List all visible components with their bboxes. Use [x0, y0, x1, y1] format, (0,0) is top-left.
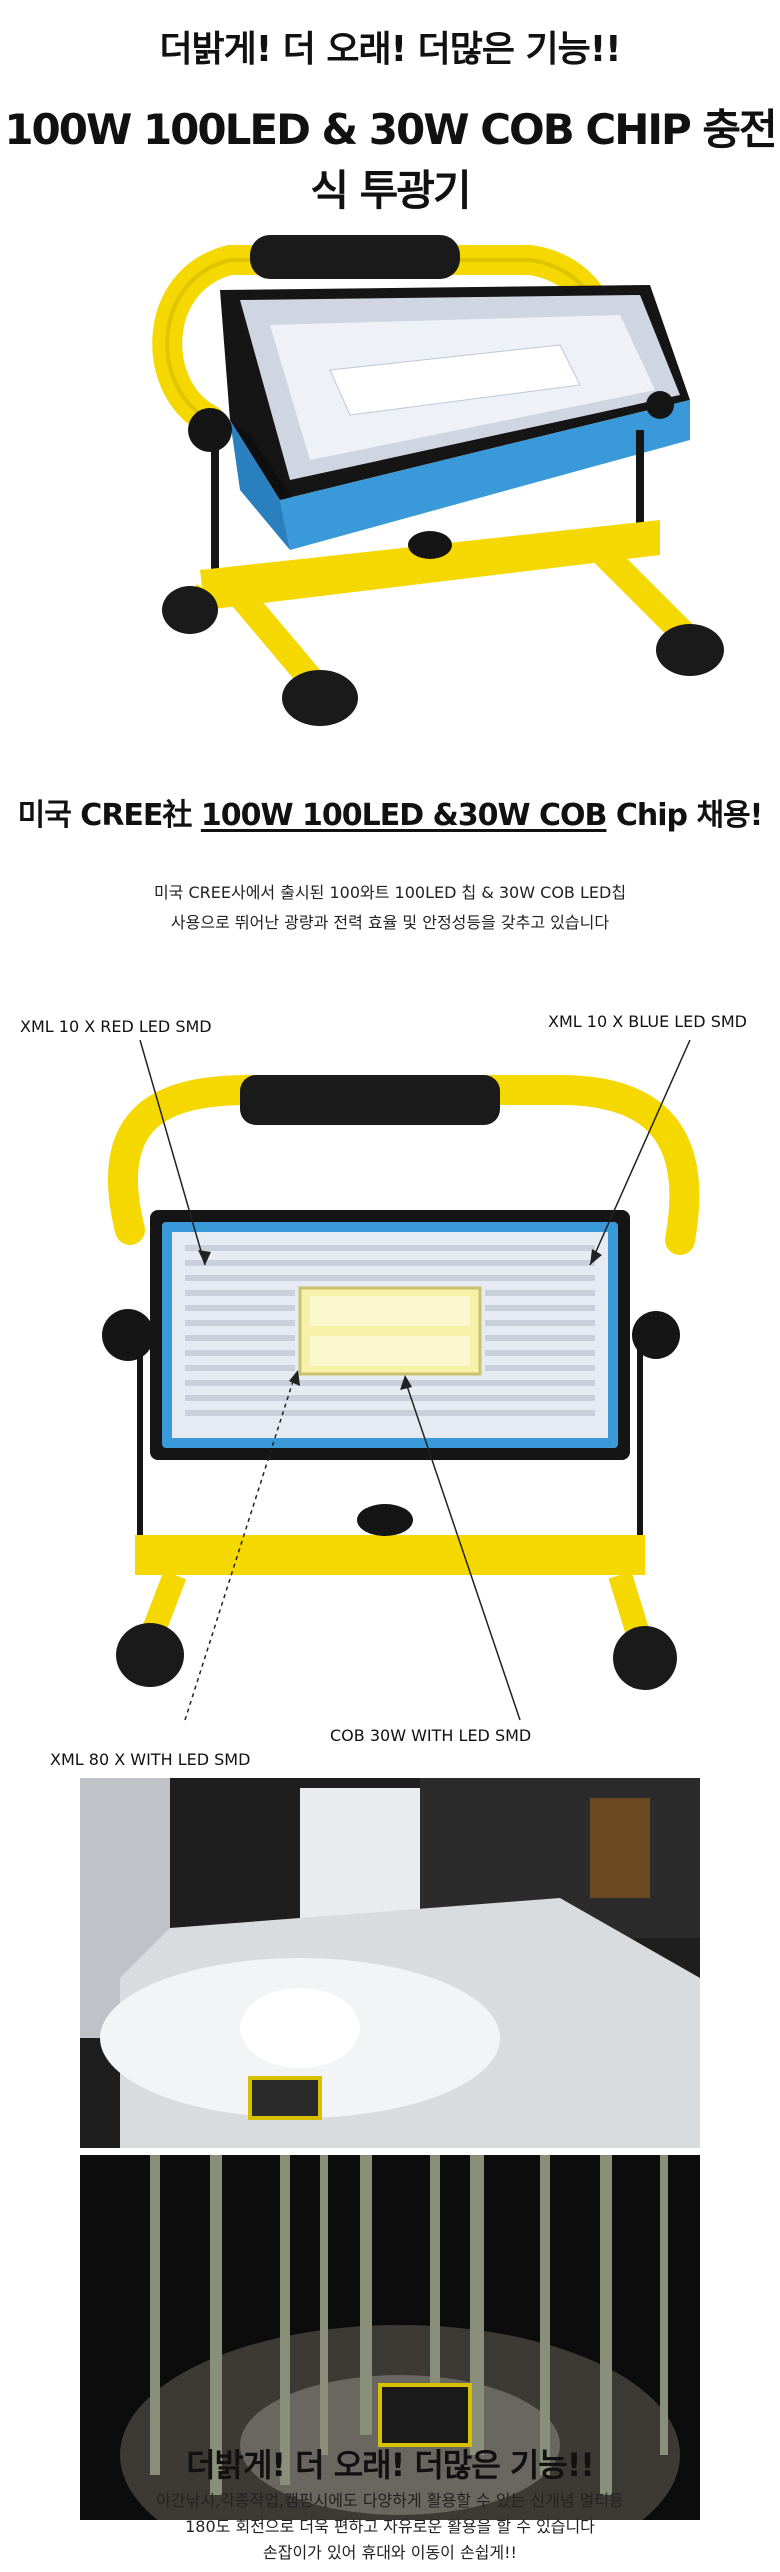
- room-door: [300, 1788, 420, 1928]
- cree-description: 미국 CREE사에서 출시된 100와트 100LED 칩 & 30W COB …: [0, 878, 780, 938]
- lamp-in-forest: [378, 2383, 472, 2447]
- led-diagram-image: [102, 1040, 700, 1721]
- top-headline: 더밝게! 더 오래! 더많은 기능!!: [159, 29, 621, 70]
- hero-product-image: [152, 235, 724, 726]
- footer-line-2: 180도 회전으로 더욱 편하고 자유로운 활용을 할 수 있습니다: [185, 2517, 595, 2536]
- label-cob: COB 30W WITH LED SMD: [330, 1726, 532, 1745]
- claim-prefix: 미국 CREE社: [17, 798, 201, 833]
- footer-line-1: 야간낚시,각종작업,캠핑시에도 다양하게 활용할 수 있는 신개념 멀티등: [156, 2491, 624, 2510]
- night-forest-photo: [80, 2155, 700, 2520]
- diagram-center-knob: [357, 1504, 413, 1536]
- center-knob: [408, 531, 452, 559]
- diagram-foam-grip: [240, 1075, 500, 1125]
- foam-grip: [250, 235, 460, 279]
- side-knob-right: [646, 391, 674, 419]
- desc-line-2: 사용으로 뛰어난 광량과 전력 효율 및 안정성등을 갖추고 있습니다: [170, 913, 610, 932]
- bamboo-trunks: [150, 2155, 668, 2495]
- desc-line-1: 미국 CREE사에서 출시된 100와트 100LED 칩 & 30W COB …: [153, 883, 627, 902]
- diagram-stand-bar: [135, 1535, 645, 1575]
- label-red-led: XML 10 X RED LED SMD: [20, 1017, 212, 1036]
- label-blue-led: XML 10 X BLUE LED SMD: [548, 1012, 747, 1031]
- claim-underlined: 100W 100LED &30W COB: [200, 798, 608, 833]
- led-dot-rows: [185, 1245, 595, 1416]
- foot-front-right: [656, 624, 724, 676]
- chair: [590, 1798, 650, 1898]
- callout-red: [139, 1040, 206, 1266]
- diagram-knob-right: [632, 1311, 680, 1359]
- lamp-housing: [220, 285, 690, 550]
- diagram-foot-left: [116, 1623, 184, 1687]
- side-knob-left: [188, 408, 232, 452]
- indoor-usage-photo: [80, 1778, 700, 2148]
- footer-description: 야간낚시,각종작업,캠핑시에도 다양하게 활용할 수 있는 신개념 멀티등 18…: [0, 2488, 780, 2566]
- cree-claim: 미국 CREE社 100W 100LED &30W COB Chip 채용!: [0, 790, 780, 834]
- diagram-foot-right: [613, 1626, 677, 1690]
- callout-cob: [404, 1379, 521, 1721]
- product-title: 100W 100LED & 30W COB CHIP 충전식 투광기: [4, 105, 777, 215]
- callout-blue: [589, 1040, 691, 1266]
- bottom-headline: 더밝게! 더 오래! 더많은 기능!!: [186, 2446, 595, 2484]
- foot-rear-left: [162, 586, 218, 634]
- footer-line-3: 손잡이가 있어 휴대와 이동이 손쉽게!!: [263, 2543, 517, 2562]
- label-white-led: XML 80 X WITH LED SMD: [50, 1750, 251, 1769]
- diagram-knob-left: [102, 1309, 154, 1361]
- lamp-in-photo: [248, 2076, 322, 2120]
- foot-front-left: [282, 670, 358, 726]
- claim-suffix: Chip 채용!: [606, 798, 763, 833]
